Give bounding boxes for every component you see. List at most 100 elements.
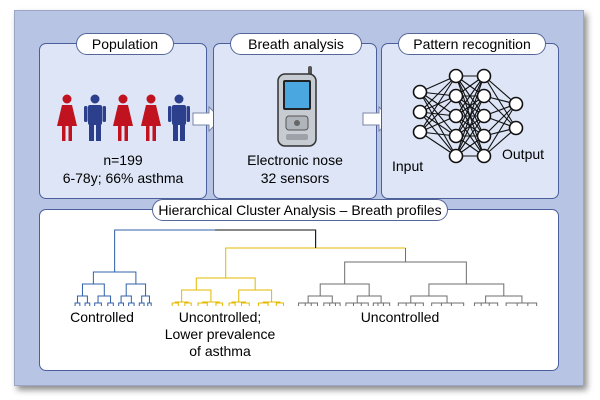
dendrogram-link xyxy=(215,229,317,248)
output-label: Output xyxy=(502,146,545,162)
dendrogram-link xyxy=(181,289,212,302)
dendrogram-link xyxy=(319,283,370,296)
dendrogram-link xyxy=(125,283,147,296)
dendrogram-link xyxy=(344,261,467,284)
nn-node xyxy=(508,120,524,136)
female-person-icon xyxy=(113,94,133,141)
dendrogram-link xyxy=(298,302,306,306)
nn-node xyxy=(448,108,464,124)
nn-edge xyxy=(483,95,517,129)
nn-node xyxy=(476,88,492,104)
nn-node xyxy=(448,128,464,144)
nn-edge xyxy=(419,75,457,133)
nn-edge xyxy=(419,75,457,113)
dendrogram-link xyxy=(307,295,333,303)
dendrogram xyxy=(74,229,538,306)
dendrogram-link xyxy=(428,283,505,296)
dendrogram-link xyxy=(275,302,285,306)
pattern-recognition-title: Pattern recognition xyxy=(398,33,546,55)
dendrogram-link xyxy=(450,302,465,306)
nn-node xyxy=(476,108,492,124)
neural-network-icon xyxy=(412,68,524,164)
dendrogram-link xyxy=(92,271,137,284)
cluster-title: Hierarchical Cluster Analysis – Breath p… xyxy=(152,199,448,221)
dendrogram-link xyxy=(372,302,379,306)
dendrogram-link xyxy=(397,302,407,306)
cluster-panel: Hierarchical Cluster Analysis – Breath p… xyxy=(39,199,559,371)
dendrogram-link xyxy=(128,302,135,306)
dendrogram-link xyxy=(147,302,152,306)
dendrogram-link xyxy=(74,302,81,306)
female-person-icon xyxy=(141,94,161,141)
dendrogram-link xyxy=(138,302,145,306)
dendrogram-link xyxy=(360,302,369,306)
dendrogram-link xyxy=(356,295,382,303)
dendrogram-link xyxy=(84,302,91,306)
figure-frame: Population n=199 6-78y; 66% asthma Breat… xyxy=(14,10,584,386)
population-title: Population xyxy=(76,33,174,55)
male-person-icon xyxy=(84,94,106,141)
dendrogram-link xyxy=(410,295,448,303)
dendrogram-link xyxy=(225,247,406,278)
sensor-count: 32 sensors xyxy=(260,170,330,186)
population-n: n=199 xyxy=(103,152,143,168)
nn-edge xyxy=(455,75,485,157)
nn-edge xyxy=(483,103,517,137)
nn-edge xyxy=(483,103,517,157)
nn-node xyxy=(412,84,428,100)
dendrogram-link xyxy=(334,302,341,306)
dendrogram-link xyxy=(114,229,317,272)
nn-node xyxy=(508,96,524,112)
dendrogram-link xyxy=(485,295,523,303)
dendrogram-link xyxy=(81,283,105,296)
electronic-nose-icon xyxy=(277,66,317,147)
cluster-label-controlled: Controlled xyxy=(70,309,134,325)
nn-edge xyxy=(455,75,485,137)
nn-node xyxy=(476,128,492,144)
cluster-label-uncontrolled-lower: Uncontrolled; Lower prevalence of asthma xyxy=(164,309,276,359)
nn-edge xyxy=(483,75,517,129)
dendrogram-link xyxy=(228,302,236,306)
nn-node xyxy=(448,88,464,104)
dendrogram-link xyxy=(414,302,424,306)
dendrogram-link xyxy=(120,295,132,303)
breath-analysis-panel: Breath analysis Electronic nose 32 senso… xyxy=(213,33,377,199)
input-label: Input xyxy=(392,158,424,174)
dendrogram-link xyxy=(118,302,124,306)
dendrogram-link xyxy=(94,302,102,306)
nn-node xyxy=(476,68,492,84)
nn-node xyxy=(476,148,492,164)
breath-analysis-title: Breath analysis xyxy=(230,33,362,55)
dendrogram-link xyxy=(215,302,223,306)
dendrogram-link xyxy=(76,295,88,303)
cluster-label-uncontrolled: Uncontrolled xyxy=(360,309,440,325)
dendrogram-link xyxy=(257,302,269,306)
dendrogram-link xyxy=(97,295,112,303)
enose-label: Electronic nose xyxy=(247,152,343,168)
nn-edge xyxy=(419,95,457,133)
nn-node xyxy=(412,124,428,140)
nn-connections xyxy=(419,75,517,157)
dendrogram-link xyxy=(141,295,150,303)
population-figures xyxy=(56,94,196,142)
nn-node xyxy=(448,68,464,84)
nn-edge xyxy=(455,75,485,117)
male-person-icon xyxy=(168,94,190,141)
dendrogram-link xyxy=(171,302,179,306)
dendrogram-link xyxy=(184,302,192,306)
nn-edge xyxy=(455,115,485,157)
nn-node xyxy=(412,104,428,120)
dendrogram-link xyxy=(195,277,256,290)
population-panel: Population n=199 6-78y; 66% asthma xyxy=(39,33,207,199)
pattern-recognition-panel: Pattern recognition Input Output xyxy=(381,33,559,199)
population-age: 6-78y; 66% asthma xyxy=(62,170,184,186)
nn-edge xyxy=(455,95,485,157)
nn-node xyxy=(448,148,464,164)
dendrogram-link xyxy=(431,302,442,306)
dendrogram-link xyxy=(107,302,114,306)
dendrogram-link xyxy=(197,302,208,306)
female-person-icon xyxy=(57,94,77,141)
dendrogram-link xyxy=(241,302,250,306)
dendrogram-link xyxy=(238,289,273,302)
dendrogram-link xyxy=(473,302,482,306)
